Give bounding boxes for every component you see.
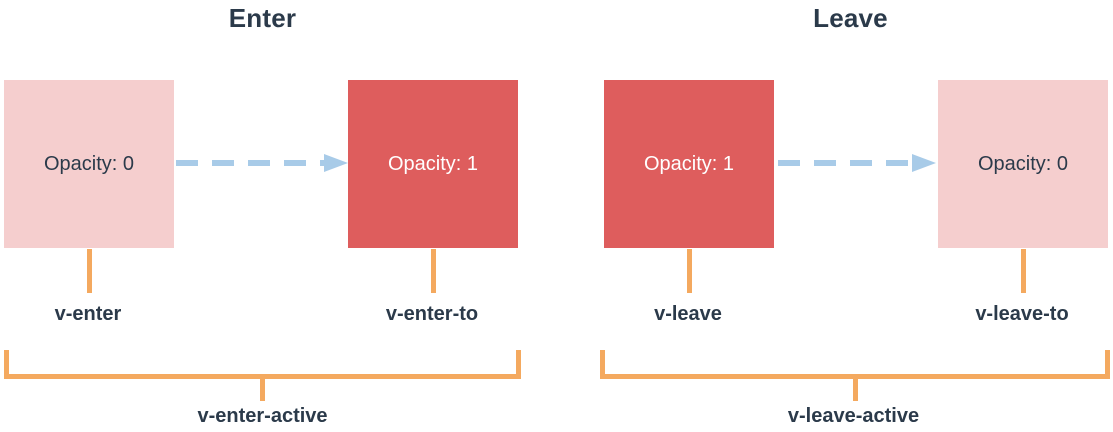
state-box-enter-to: Opacity: 1 (348, 80, 518, 248)
state-box-enter-from: Opacity: 0 (4, 80, 174, 248)
bracket-stem-v-enter-active (260, 379, 265, 401)
state-box-leave-from: Opacity: 1 (604, 80, 774, 248)
arrow-head-leave (912, 154, 936, 172)
class-label-v-enter-active: v-enter-active (197, 405, 328, 427)
bracket-v-leave-active (600, 350, 1110, 379)
leader-line-v-leave-to (1021, 249, 1026, 293)
state-box-enter-from-value: Opacity: 0 (43, 153, 135, 175)
bracket-v-enter-active (4, 350, 521, 379)
leader-line-v-leave (687, 249, 692, 293)
dashed-arrow-right-icon-leave (778, 154, 936, 172)
class-label-v-leave: v-leave (654, 303, 722, 325)
class-label-v-enter-to: v-enter-to (385, 303, 479, 325)
bracket-stem-v-leave-active (853, 379, 858, 401)
class-label-v-enter: v-enter (54, 303, 122, 325)
arrow-shaft-leave (778, 160, 912, 166)
leader-line-v-enter (87, 249, 92, 293)
state-box-leave-to: Opacity: 0 (938, 80, 1108, 248)
class-label-v-leave-active: v-leave-active (787, 405, 920, 427)
class-label-v-leave-to: v-leave-to (975, 303, 1069, 325)
panel-title-enter: Enter (228, 3, 297, 33)
arrow-head-enter (324, 154, 348, 172)
leader-line-v-enter-to (431, 249, 436, 293)
state-box-leave-from-value: Opacity: 1 (643, 153, 735, 175)
dashed-arrow-right-icon-enter (176, 154, 348, 172)
panel-title-leave: Leave (813, 3, 888, 33)
state-box-leave-to-value: Opacity: 0 (977, 153, 1069, 175)
state-box-enter-to-value: Opacity: 1 (387, 153, 479, 175)
arrow-shaft-enter (176, 160, 324, 166)
